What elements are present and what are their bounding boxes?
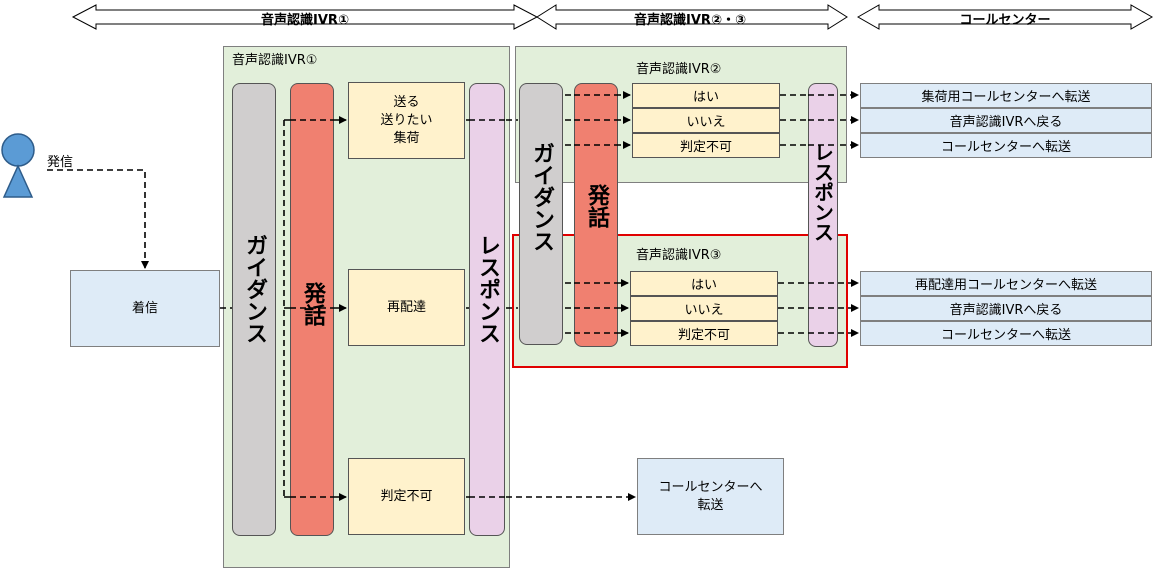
- ivr3-option-yes: はい: [630, 271, 778, 296]
- person-icon: [1, 133, 35, 198]
- ivr1-option-redelivery: 再配達: [348, 269, 465, 346]
- ivr23-response: レスポンス: [808, 83, 838, 347]
- ivr3-dest-back-to-ivr: 音声認識IVRへ戻る: [860, 296, 1152, 321]
- ivr2-option-no: いいえ: [632, 108, 780, 133]
- incoming-box: 着信: [70, 270, 220, 347]
- ivr2-option-undetermined: 判定不可: [632, 133, 780, 158]
- header-arrow-ivr23: [536, 4, 848, 30]
- ivr23-speech: 発話: [574, 83, 618, 347]
- header-ivr1: 音声認識IVR①: [261, 13, 349, 28]
- ivr3-title: 音声認識IVR③: [636, 248, 722, 263]
- ivr1-option-send: 送る 送りたい 集荷: [348, 82, 465, 159]
- ivr1-response: レスポンス: [469, 83, 505, 536]
- ivr23-response-label: レスポンス: [810, 142, 835, 242]
- ivr1-title: 音声認識IVR①: [232, 53, 318, 68]
- line-caller-to-incoming: [47, 169, 149, 269]
- ivr1-response-label: レスポンス: [475, 234, 500, 344]
- ivr3-option-undetermined: 判定不可: [630, 321, 778, 346]
- ivr2-title: 音声認識IVR②: [636, 62, 722, 77]
- ivr2-dest-callcenter: コールセンターへ転送: [860, 133, 1152, 158]
- ivr2-option-yes: はい: [632, 83, 780, 108]
- ivr1-speech: 発話: [290, 83, 334, 536]
- ivr3-dest-redelivery-center: 再配達用コールセンターへ転送: [860, 271, 1152, 296]
- ivr23-guidance: ガイダンス: [519, 83, 563, 345]
- fallback-callcenter-box: コールセンターへ 転送: [637, 458, 784, 535]
- ivr1-option-undetermined: 判定不可: [348, 458, 465, 535]
- caller-label: 発信: [47, 155, 74, 170]
- ivr1-speech-label: 発話: [300, 282, 325, 326]
- header-callcenter: コールセンター: [959, 13, 1051, 28]
- header-arrow-callcenter: [856, 4, 1154, 30]
- ivr23-guidance-label: ガイダンス: [529, 142, 554, 252]
- ivr1-guidance-label: ガイダンス: [242, 234, 267, 344]
- header-ivr23: 音声認識IVR②・③: [634, 13, 746, 28]
- ivr1-guidance: ガイダンス: [232, 83, 276, 536]
- ivr3-option-no: いいえ: [630, 296, 778, 321]
- ivr3-dest-callcenter: コールセンターへ転送: [860, 321, 1152, 346]
- ivr23-speech-label: 発話: [584, 184, 609, 228]
- ivr2-dest-pickup-center: 集荷用コールセンターへ転送: [860, 83, 1152, 108]
- ivr2-dest-back-to-ivr: 音声認識IVRへ戻る: [860, 108, 1152, 133]
